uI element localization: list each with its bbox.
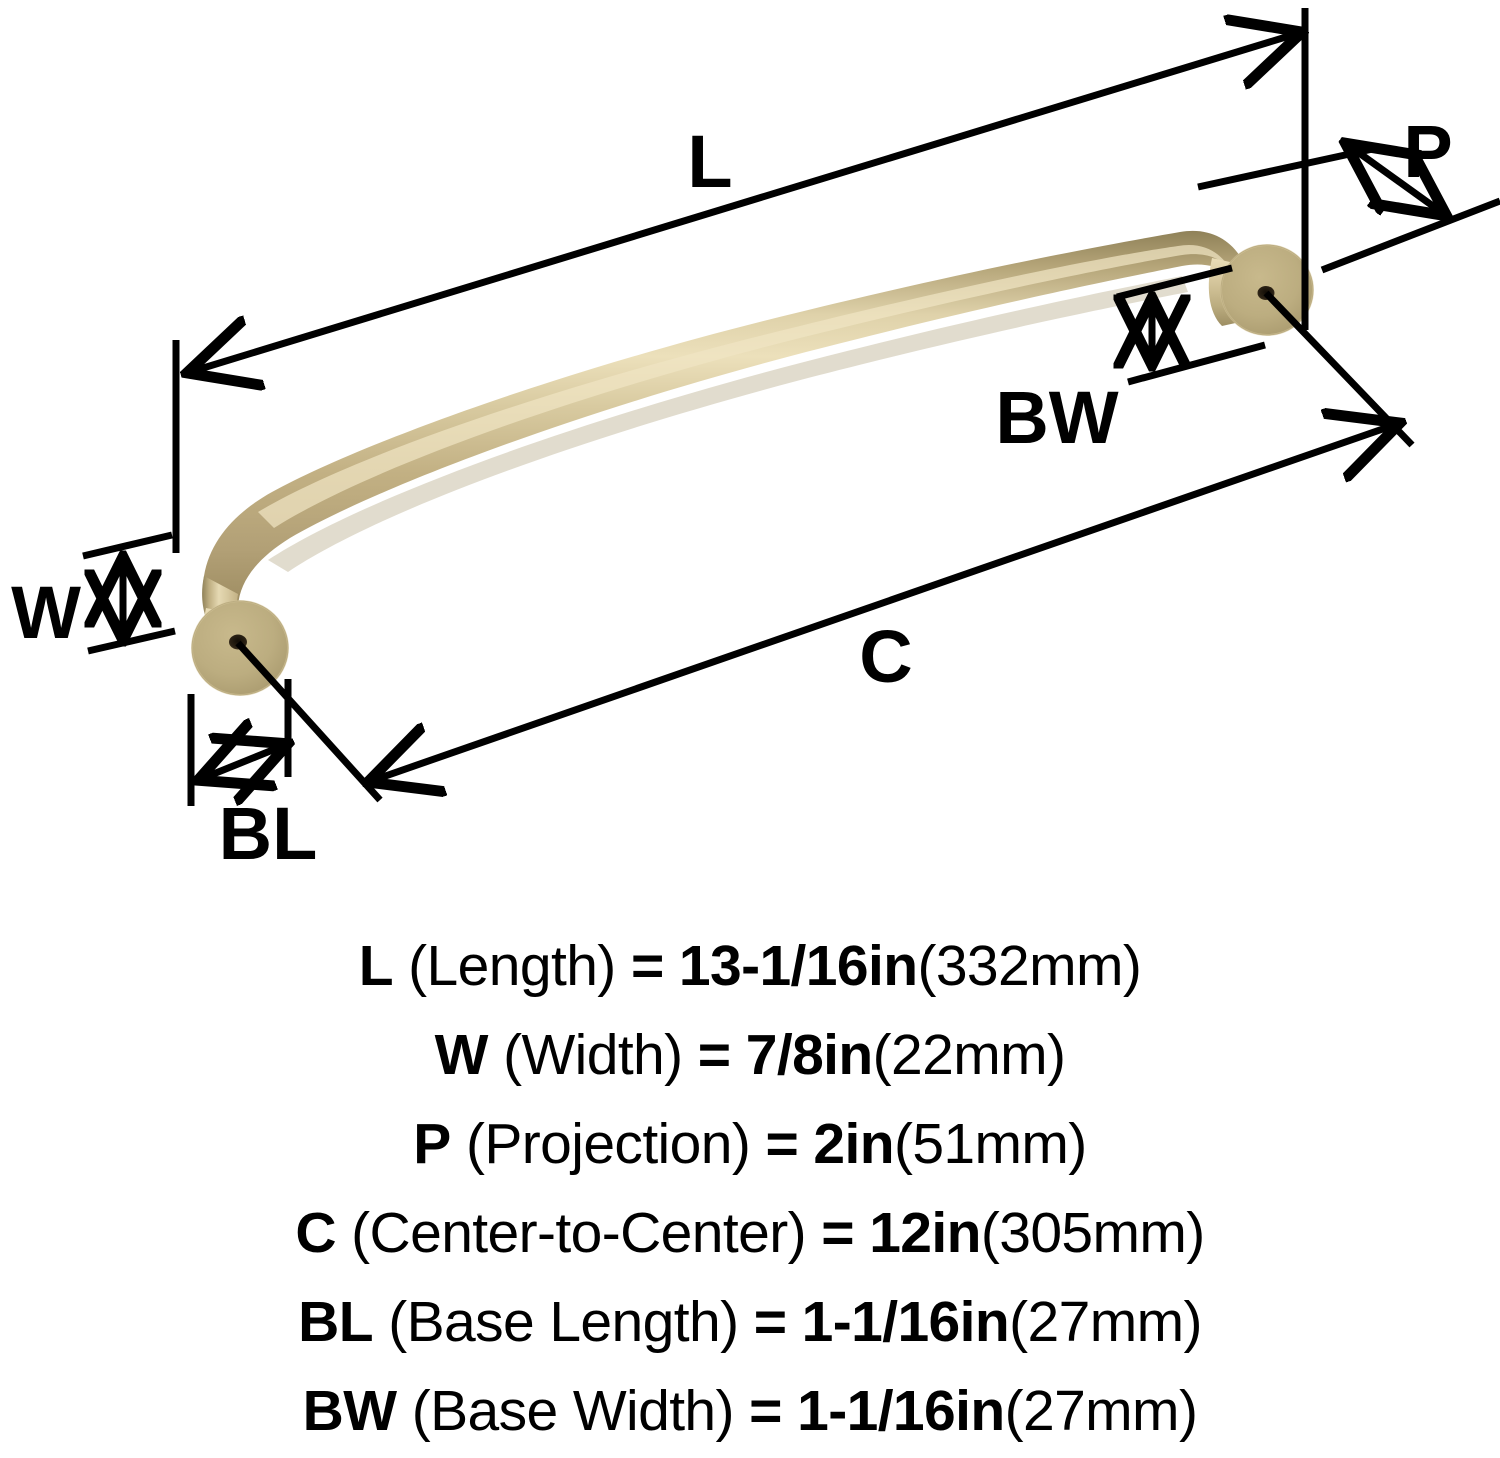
handle-illustration [191,230,1314,696]
label-p: P [1403,110,1452,193]
spec-symbol: BW [302,1379,397,1443]
spec-equals: = [753,1290,787,1354]
spec-equals: = [630,934,664,998]
p-extension-lower [1320,197,1500,274]
spec-value: 1-1/16in [801,1290,1010,1354]
spec-equals: = [749,1379,782,1443]
spec-symbol: W [434,1023,489,1087]
spec-row-base-width: BW (Base Width) = 1-1/16in(27mm) [303,1367,1198,1456]
spec-equals: = [821,1201,854,1265]
spec-symbol: P [413,1112,451,1176]
spec-metric: (27mm) [1009,1290,1202,1354]
spec-row-length: L (Length) = 13-1/16in(332mm) [359,922,1142,1011]
label-bl: BL [219,792,318,875]
left-post-rim-light [191,600,289,696]
spec-metric: (332mm) [917,934,1142,998]
spec-name: (Center-to-Center) [351,1201,806,1265]
bl-dimension-arrow [201,745,285,779]
spec-metric: (27mm) [1004,1379,1198,1443]
spec-row-projection: P (Projection) = 2in(51mm) [413,1100,1087,1189]
spec-name: (Length) [408,934,616,998]
spec-value: 2in [813,1112,894,1176]
label-bw: BW [995,376,1118,459]
spec-name: (Width) [503,1023,683,1087]
spec-row-center-to-center: C (Center-to-Center) = 12in(305mm) [295,1189,1205,1278]
spec-metric: (22mm) [872,1023,1066,1087]
spec-value: 7/8in [745,1023,874,1087]
c-dimension-arrow [371,424,1397,781]
spec-name: (Base Length) [388,1290,739,1354]
label-l: L [687,120,732,203]
label-w: W [11,571,81,654]
dimension-label-group: L W P C BL BW [11,110,1453,875]
handle-diagram: L W P C BL BW [11,8,1500,875]
spec-row-base-length: BL (Base Length) = 1-1/16in(27mm) [298,1278,1202,1367]
spec-name: (Base Width) [411,1379,735,1443]
dimension-annotations [82,8,1500,806]
bw-extension-lower [1127,341,1266,386]
spec-symbol: BL [298,1290,373,1354]
spec-value: 12in [869,1201,981,1265]
spec-equals: = [697,1023,731,1087]
spec-value: 1-1/16in [797,1379,1005,1443]
w-extension-lower [87,627,176,655]
label-c: C [859,615,912,698]
spec-metric: (305mm) [980,1201,1205,1265]
spec-value: 13-1/16in [678,934,918,998]
spec-symbol: C [295,1201,336,1265]
c-leader-left [235,640,383,803]
c-leader-right [1263,290,1415,448]
p-dimension-arrow [1348,145,1444,214]
spec-metric: (51mm) [893,1112,1087,1176]
spec-name: (Projection) [465,1112,751,1176]
spec-equals: = [765,1112,799,1176]
w-extension-upper [82,531,173,560]
spec-row-width: W (Width) = 7/8in(22mm) [435,1011,1066,1100]
spec-symbol: L [358,934,394,998]
specification-list: L (Length) = 13-1/16in(332mm) W (Width) … [0,900,1500,1458]
l-dimension-arrow [190,33,1299,372]
